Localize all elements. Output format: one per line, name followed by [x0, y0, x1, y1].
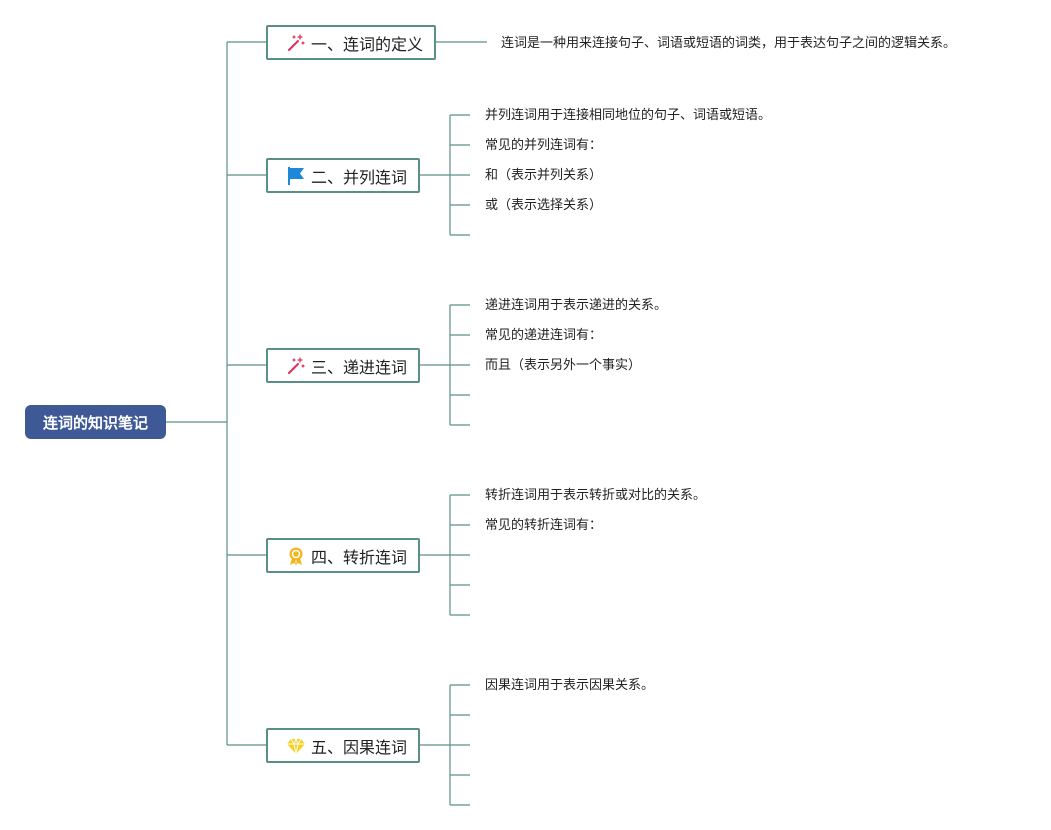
leaf-definition-text: 连词是一种用来连接句子、词语或短语的词类，用于表达句子之间的逻辑关系。: [501, 36, 957, 51]
topic-label: 二、并列连词: [311, 167, 408, 187]
topic-label: 一、连词的定义: [311, 34, 424, 54]
leaf-progressive-2: 常见的递进连词有：: [485, 328, 603, 343]
topic-coordinating[interactable]: 二、并列连词: [266, 158, 420, 193]
diamond-icon: [286, 736, 306, 756]
topic-causal[interactable]: 五、因果连词: [266, 728, 420, 763]
topic-label: 三、递进连词: [311, 357, 408, 377]
subtree-lines-5: [420, 684, 470, 806]
subtree-lines-4: [420, 494, 470, 616]
subtree-lines-3: [420, 304, 470, 426]
leaf-adversative-2: 常见的转折连词有：: [485, 518, 603, 533]
subtree-lines-2: [420, 114, 470, 236]
root-node[interactable]: 连词的知识笔记: [25, 405, 166, 439]
leaf-progressive-3: 而且（表示另外一个事实）: [485, 358, 642, 373]
topic-label: 四、转折连词: [311, 547, 408, 567]
topic-adversative[interactable]: 四、转折连词: [266, 538, 420, 573]
medal-icon: [286, 546, 306, 566]
magic-wand-icon: [286, 356, 306, 376]
topic-progressive[interactable]: 三、递进连词: [266, 348, 420, 383]
leaf-coordinating-4: 或（表示选择关系）: [485, 198, 603, 213]
leaf-adversative-1: 转折连词用于表示转折或对比的关系。: [485, 488, 707, 503]
magic-wand-icon: [286, 33, 306, 53]
leaf-coordinating-3: 和（表示并列关系）: [485, 168, 603, 183]
leaf-progressive-1: 递进连词用于表示递进的关系。: [485, 298, 668, 313]
leaf-coordinating-1: 并列连词用于连接相同地位的句子、词语或短语。: [485, 108, 772, 123]
leaf-causal-1: 因果连词用于表示因果关系。: [485, 678, 655, 693]
root-label: 连词的知识笔记: [42, 413, 148, 432]
topic-label: 五、因果连词: [311, 737, 408, 757]
flag-icon: [286, 166, 306, 186]
topic-definition[interactable]: 一、连词的定义: [266, 25, 436, 60]
leaf-coordinating-2: 常见的并列连词有：: [485, 138, 603, 153]
